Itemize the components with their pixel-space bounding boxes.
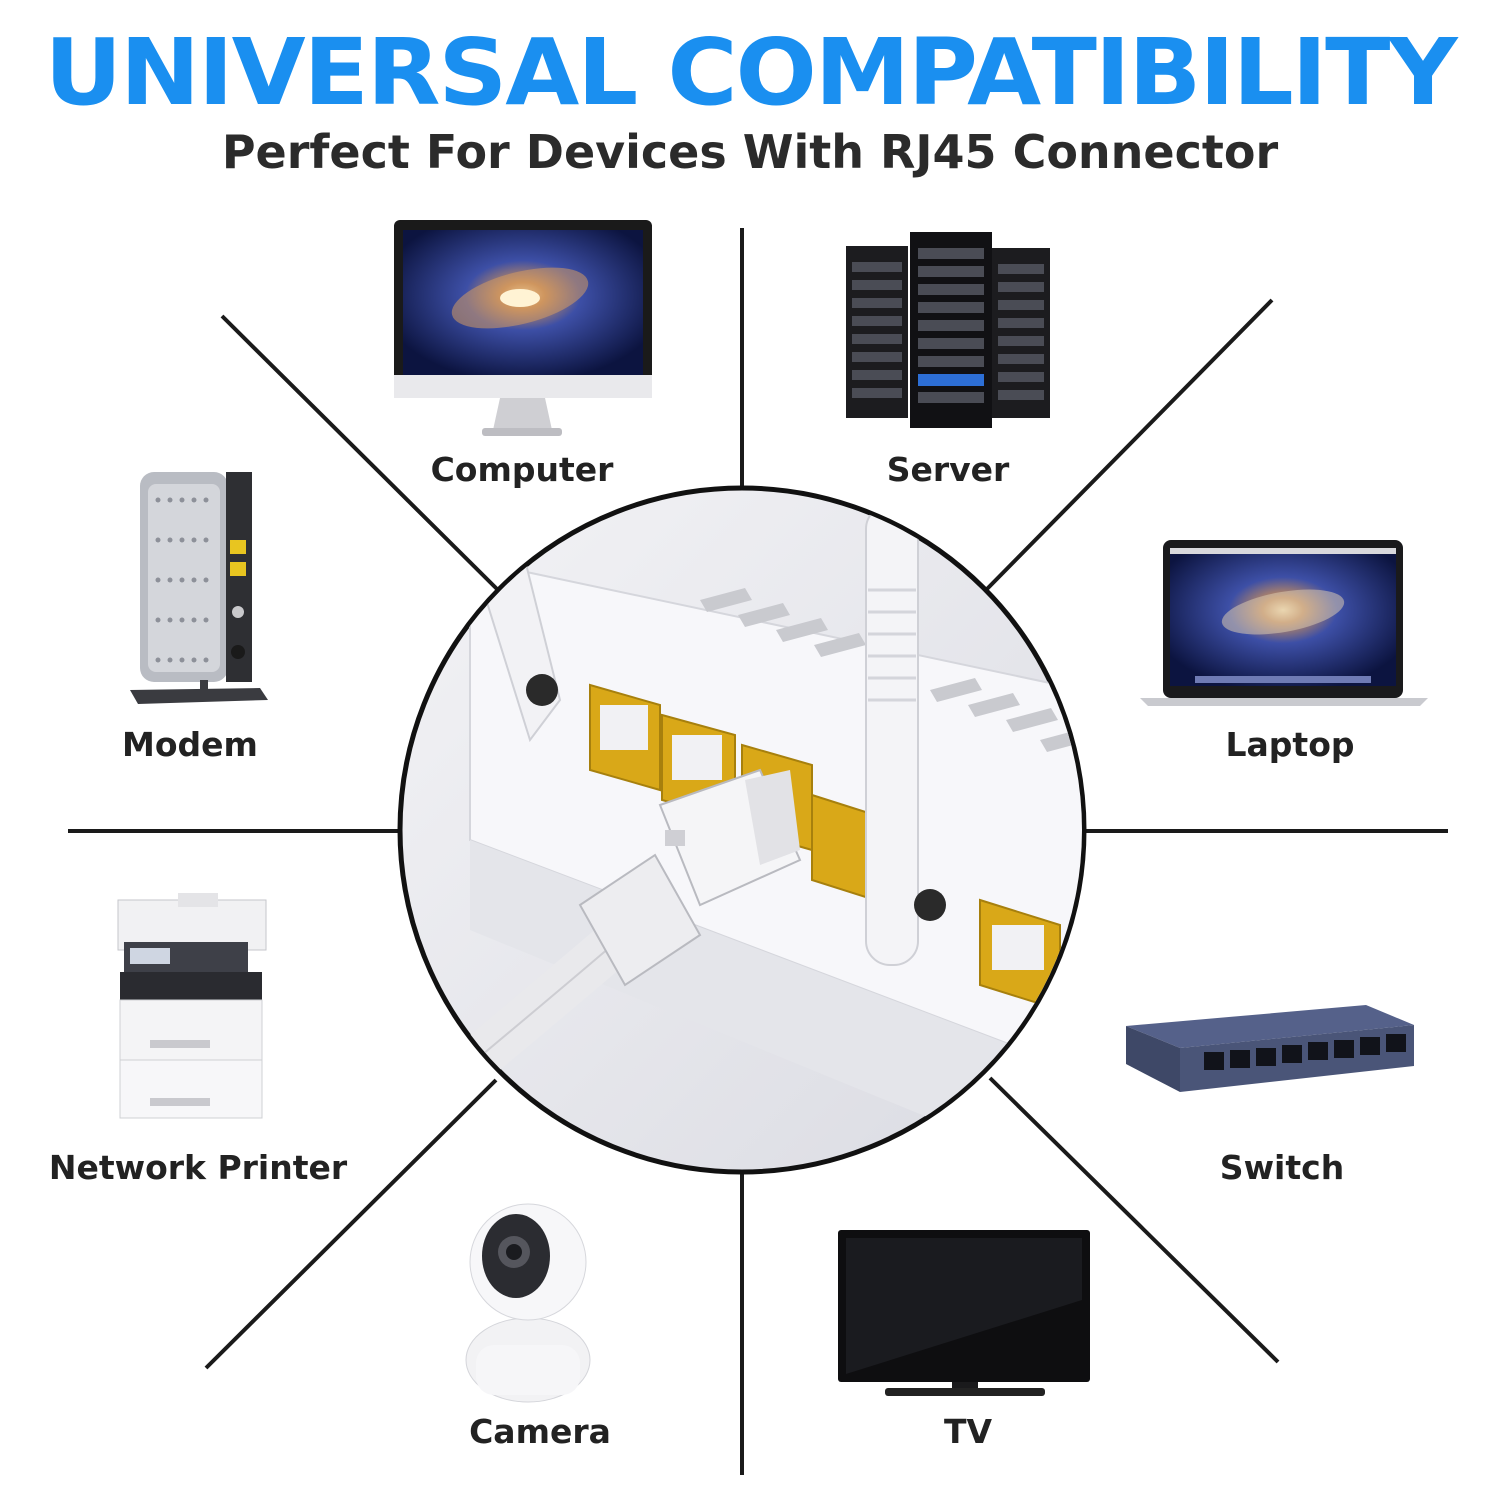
desktop-monitor-icon <box>394 220 652 436</box>
television-icon <box>838 1230 1090 1396</box>
security-camera-icon <box>465 1203 591 1403</box>
network-switch-icon <box>1126 1005 1414 1092</box>
device-label-server: Server <box>886 450 1010 489</box>
laptop-icon <box>1140 540 1428 706</box>
device-label-network-printer: Network Printer <box>48 1148 348 1187</box>
device-label-camera: Camera <box>469 1412 611 1451</box>
device-label-laptop: Laptop <box>1225 725 1355 764</box>
server-rack-icon <box>846 232 1050 428</box>
modem-icon <box>130 472 268 704</box>
device-label-switch: Switch <box>1219 1148 1345 1187</box>
router-ethernet-cable-icon <box>397 485 1087 1175</box>
device-label-modem: Modem <box>122 725 258 764</box>
device-label-tv: TV <box>943 1412 993 1451</box>
device-label-computer: Computer <box>430 450 614 489</box>
divider-lines <box>68 228 1448 1475</box>
printer-icon <box>117 893 267 1119</box>
headline: UNIVERSAL COMPATIBILITY <box>44 19 1457 126</box>
subheadline: Perfect For Devices With RJ45 Connector <box>221 125 1279 179</box>
